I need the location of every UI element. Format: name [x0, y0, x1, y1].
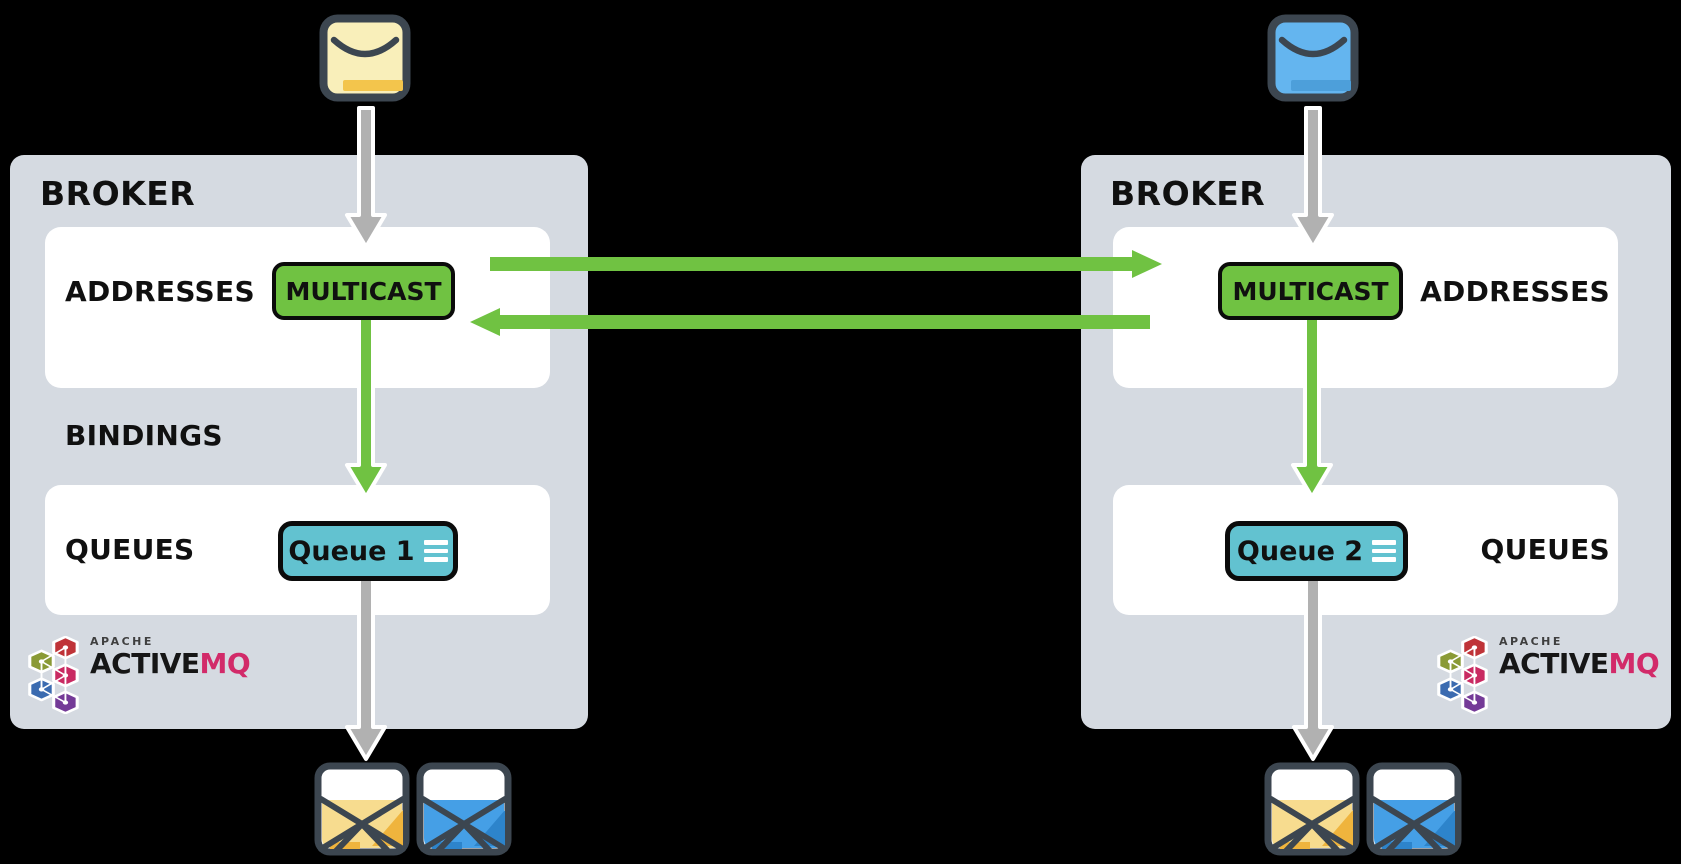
activemq-wordmark: ACTIVEMQ: [1499, 647, 1660, 680]
multicast-forward-arrow: [490, 250, 1162, 278]
apache-activemq-hexagons-icon: [1437, 636, 1488, 714]
multicast-address-node-right: MULTICAST: [1218, 262, 1403, 320]
producer-envelope-blue-icon: [1267, 14, 1359, 102]
activemq-wordmark: ACTIVEMQ: [90, 647, 251, 680]
queue-node-label: Queue 1: [288, 535, 415, 567]
queue-list-icon: [1372, 540, 1397, 562]
apache-activemq-hexagons-icon: [28, 636, 79, 714]
broker-title-right: BROKER: [1110, 174, 1266, 213]
queue-node-right: Queue 2: [1225, 521, 1408, 581]
apache-label: APACHE: [90, 635, 154, 648]
addresses-label-right: ADDRESSES: [1420, 275, 1610, 308]
queues-label-left: QUEUES: [65, 533, 195, 566]
bindings-label-left: BINDINGS: [65, 419, 223, 452]
activemq-logo-left: APACHE ACTIVEMQ: [28, 635, 251, 714]
queue-node-label: Queue 2: [1236, 535, 1364, 567]
consumer-envelope-open-blue-icon: [416, 762, 512, 856]
consumer-envelope-open-yellow-icon: [314, 762, 410, 856]
queue-node-left: Queue 1: [278, 521, 458, 581]
activemq-logo-right: APACHE ACTIVEMQ: [1437, 635, 1660, 714]
consumer-envelope-open-blue-icon: [1366, 762, 1462, 856]
apache-label: APACHE: [1499, 635, 1563, 648]
multicast-address-node-left: MULTICAST: [272, 262, 455, 320]
queue-list-icon: [423, 540, 448, 562]
broker-title-left: BROKER: [40, 174, 196, 213]
queues-label-right: QUEUES: [1480, 533, 1610, 566]
consumer-envelope-open-yellow-icon: [1264, 762, 1360, 856]
addresses-label-left: ADDRESSES: [65, 275, 255, 308]
producer-envelope-yellow-icon: [319, 14, 411, 102]
